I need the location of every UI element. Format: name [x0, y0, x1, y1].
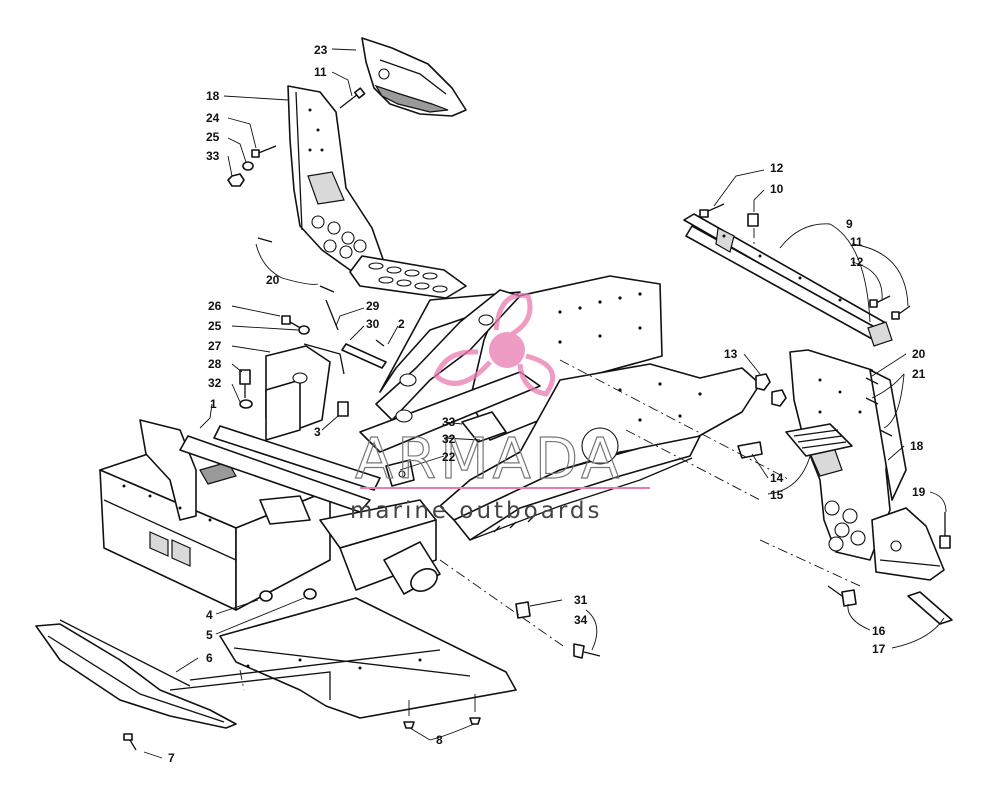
callout-20: 20: [266, 273, 280, 287]
watermark-brand: ARMADA: [355, 427, 623, 492]
fastener-31: [515, 601, 531, 619]
callout-30: 30: [366, 317, 380, 331]
callout-13: 13: [724, 347, 738, 361]
spacer-3: [337, 401, 349, 417]
callout-14: 14: [770, 471, 784, 485]
callout-12: 12: [850, 255, 864, 269]
callout-23: 23: [314, 43, 328, 57]
spacer-4-5: [259, 588, 317, 602]
nut-33-top: [227, 173, 245, 187]
callout-33: 33: [206, 149, 220, 163]
callout-11: 11: [850, 235, 863, 249]
footrest-plate-upper: [349, 255, 467, 299]
bracket-27: [265, 343, 345, 441]
skid-plate-6: [35, 619, 237, 729]
callout-12: 12: [770, 161, 784, 175]
callout-10: 10: [770, 182, 784, 196]
bolt-12-top: [699, 203, 725, 218]
callout-34: 34: [574, 613, 588, 627]
callout-32: 32: [208, 376, 222, 390]
callout-1: 1: [210, 397, 217, 411]
callout-31: 31: [574, 593, 588, 607]
upper-dash-cover: [361, 37, 467, 117]
washer-25-mid: [298, 325, 310, 335]
bottom-pan: [169, 597, 517, 719]
callout-18: 18: [910, 439, 924, 453]
callout-19: 19: [912, 485, 926, 499]
callout-20: 20: [912, 347, 926, 361]
callout-33: 33: [442, 415, 456, 429]
callout-26: 26: [208, 299, 222, 313]
callout-labels: 23 11 18 24 25 33 20 26 25 27 28 32 29 3…: [168, 43, 926, 765]
callout-3: 3: [314, 425, 321, 439]
screw-7: [123, 733, 137, 751]
callout-25: 25: [208, 319, 222, 333]
washer-25-top: [242, 161, 254, 171]
callout-11: 11: [314, 65, 327, 79]
fastener-34: [573, 643, 601, 659]
callout-21: 21: [912, 367, 926, 381]
callout-6: 6: [206, 651, 213, 665]
callout-29: 29: [366, 299, 380, 313]
callout-22: 22: [442, 450, 456, 464]
callout-16: 16: [872, 624, 886, 638]
steering-post-bar-9: [683, 213, 893, 347]
fastener-19: [939, 512, 951, 549]
callout-17: 17: [872, 642, 886, 656]
leader-lines: [143, 48, 947, 759]
bracket-plate-lower-right: [871, 507, 945, 581]
armada-logo-icon: [433, 292, 556, 397]
screws-8: [403, 694, 481, 729]
callout-4: 4: [206, 608, 213, 622]
front-bulkhead: [99, 419, 441, 611]
callout-18: 18: [206, 89, 220, 103]
rivets-20-top: [257, 237, 335, 293]
plate-17: [907, 591, 953, 625]
bolt-11-top: [339, 87, 366, 109]
right-steering-support-plate: [789, 349, 907, 561]
left-steering-support-plate: [287, 85, 385, 273]
callout-2: 2: [398, 317, 405, 331]
washer-32-mid: [239, 399, 253, 409]
callout-27: 27: [208, 339, 222, 353]
cap-10: [747, 213, 759, 227]
bolt-24: [251, 145, 277, 158]
bolts-11-12-right: [869, 295, 911, 320]
callout-5: 5: [206, 628, 213, 642]
pin-29-30: [325, 299, 387, 369]
spacer-16: [827, 585, 857, 607]
callout-28: 28: [208, 357, 222, 371]
logo-hub: [489, 332, 525, 368]
callout-25: 25: [206, 130, 220, 144]
nuts-13: [755, 373, 787, 407]
bolt-28: [239, 369, 251, 398]
assembly-dashed-lines: [239, 228, 861, 691]
callout-24: 24: [206, 111, 220, 125]
bracket-33-32-22: [385, 411, 507, 487]
callout-15: 15: [770, 488, 784, 502]
callout-8: 8: [436, 733, 443, 747]
callout-32: 32: [442, 432, 456, 446]
watermark-tagline: marine outboards: [350, 498, 602, 524]
mesh-screen-15: [785, 423, 853, 457]
callout-9: 9: [846, 217, 853, 231]
clip-14: [737, 441, 763, 459]
callout-7: 7: [168, 751, 175, 765]
rivets-20-21-right: [865, 377, 893, 437]
